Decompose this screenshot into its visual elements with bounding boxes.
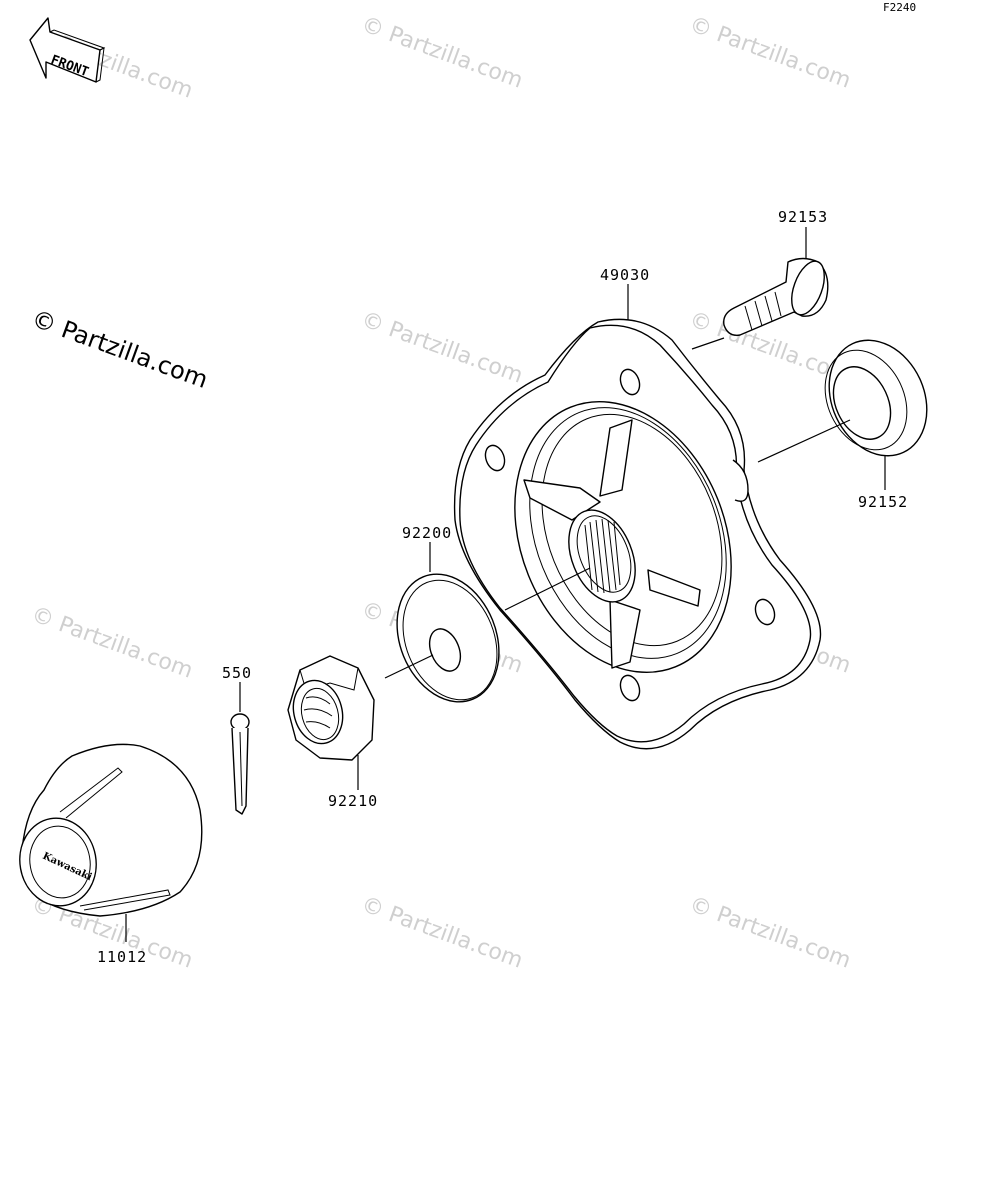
label-11012: 11012 (97, 948, 147, 966)
watermark: © Partzilla.com (686, 892, 854, 974)
front-arrow-icon: FRONT (29, 17, 106, 83)
label-550: 550 (222, 664, 252, 682)
leader-92200b (504, 567, 591, 611)
stud-92153 (723, 257, 829, 336)
watermark: © Partzilla.com (686, 12, 854, 94)
label-92152: 92152 (858, 493, 908, 511)
partzilla-watermark: © Partzilla.com (28, 304, 212, 394)
washer-92200 (396, 573, 500, 703)
leader-92152 (757, 419, 851, 463)
label-92210: 92210 (328, 792, 378, 810)
watermark: © Partzilla.com (358, 307, 526, 389)
label-49030: 49030 (600, 266, 650, 284)
diagram-code: F2240 (883, 1, 916, 14)
cap-11012: Kawasaki (19, 743, 203, 917)
hub-49030 (453, 318, 822, 750)
cotter-pin-550 (230, 713, 250, 815)
label-92153: 92153 (778, 208, 828, 226)
watermark: © Partzilla.com (28, 602, 196, 684)
label-92200: 92200 (402, 524, 452, 542)
leader-92200c (384, 654, 434, 679)
nut-92210 (287, 655, 375, 761)
seal-92152 (824, 339, 928, 457)
leader-92153b (691, 337, 725, 350)
watermark: © Partzilla.com (358, 892, 526, 974)
watermark: © Partzilla.com (358, 12, 526, 94)
